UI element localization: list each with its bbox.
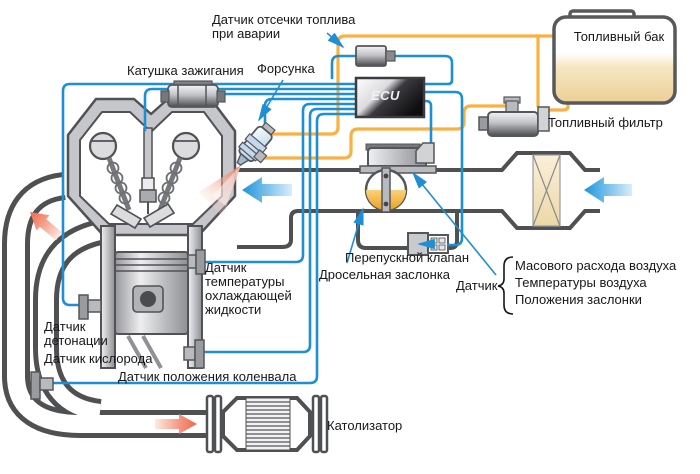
piston-pin xyxy=(140,291,156,307)
camshaft-right xyxy=(171,131,201,161)
arrow-sensor-group xyxy=(411,171,497,276)
catalytic-converter xyxy=(205,394,329,454)
fuel-tank xyxy=(552,9,677,105)
label-catalyst: Католизатор xyxy=(327,418,403,433)
fuel-spray-highlight xyxy=(212,165,241,206)
connecting-rod xyxy=(126,335,163,369)
wire-knock-sensor xyxy=(61,82,358,307)
ecu-box xyxy=(354,76,426,119)
wire-cutoff-right xyxy=(392,54,454,86)
air-filter-element xyxy=(532,154,561,227)
label-fuel-cutoff-line2: при аварии xyxy=(212,26,281,41)
airflow-sensor-connector xyxy=(415,142,435,164)
label-fuel-filter: Топливный фильтр xyxy=(548,115,663,130)
throttle-plate xyxy=(364,167,408,213)
exhaust-pipe xyxy=(1,172,214,438)
wire-spark-plug xyxy=(143,87,358,132)
valve-head-right xyxy=(142,202,176,229)
engine-cylinder-head xyxy=(66,97,237,237)
wire-cutoff-left xyxy=(330,54,359,80)
camshaft-left xyxy=(88,131,118,161)
airflow-arrow-intake-right xyxy=(584,177,632,203)
wire-oxygen-sensor xyxy=(50,112,358,385)
label-fuel-cutoff-line1: Датчик отсечки топлива xyxy=(212,12,356,27)
arrow-fuel-cutoff xyxy=(326,32,345,49)
wire-airflow-sensor xyxy=(422,99,433,152)
fuel-injector xyxy=(236,121,276,166)
label-ignition-coil: Катушка зажигания xyxy=(127,63,244,78)
spark-plug xyxy=(141,177,155,191)
sensor-group-brace xyxy=(497,256,514,315)
fuel-cutoff-sensor xyxy=(355,45,396,67)
valve-springs xyxy=(106,161,183,205)
engine-cylinder-block xyxy=(100,225,203,369)
oxygen-sensor xyxy=(30,371,54,400)
fuel-filter xyxy=(478,96,550,137)
label-knock-sensor: Датчик детонации xyxy=(44,319,108,348)
valve-head-left xyxy=(109,203,143,230)
wire-coolant-sensor xyxy=(201,102,358,264)
label-crankshaft-sensor: Датчик положения коленвала xyxy=(118,369,297,384)
label-arrows xyxy=(258,32,497,276)
fuel-spray xyxy=(199,165,241,217)
label-ecu: ECU xyxy=(371,88,400,103)
arrow-throttle xyxy=(346,207,364,264)
label-oxygen-sensor: Датчик кислорода xyxy=(44,351,153,366)
airflow-arrow-intake-left xyxy=(242,177,292,203)
ignition-coil xyxy=(160,80,226,108)
label-sensor-air-temp: Температуры воздуха xyxy=(515,275,647,290)
label-bypass-valve: Перепускной клапан xyxy=(345,250,469,265)
label-coolant-sensor: Датчик температуры охлаждающей жидкости xyxy=(205,260,292,317)
label-sensor-throttle-pos: Положения заслонки xyxy=(515,292,642,307)
label-sensor-maf: Масового расхода воздуха xyxy=(515,258,677,273)
exhaust-flow-arrow-lower xyxy=(155,414,197,434)
label-fuel-tank: Топливный бак xyxy=(573,29,665,44)
knock-sensor xyxy=(78,294,102,320)
label-injector: Форсунка xyxy=(257,61,315,76)
label-throttle-valve: Дросельная заслонка xyxy=(319,267,451,282)
wire-idle-valve xyxy=(422,90,464,247)
crankshaft-sensor xyxy=(183,339,205,369)
coolant-temp-sensor xyxy=(187,249,206,275)
intake-duct xyxy=(237,151,600,250)
arrow-injector xyxy=(258,79,284,122)
wire-crank-sensor xyxy=(201,107,358,354)
exhaust-flow-arrow-upper xyxy=(30,212,63,241)
label-sensor-group-prefix: Датчик xyxy=(456,278,498,293)
